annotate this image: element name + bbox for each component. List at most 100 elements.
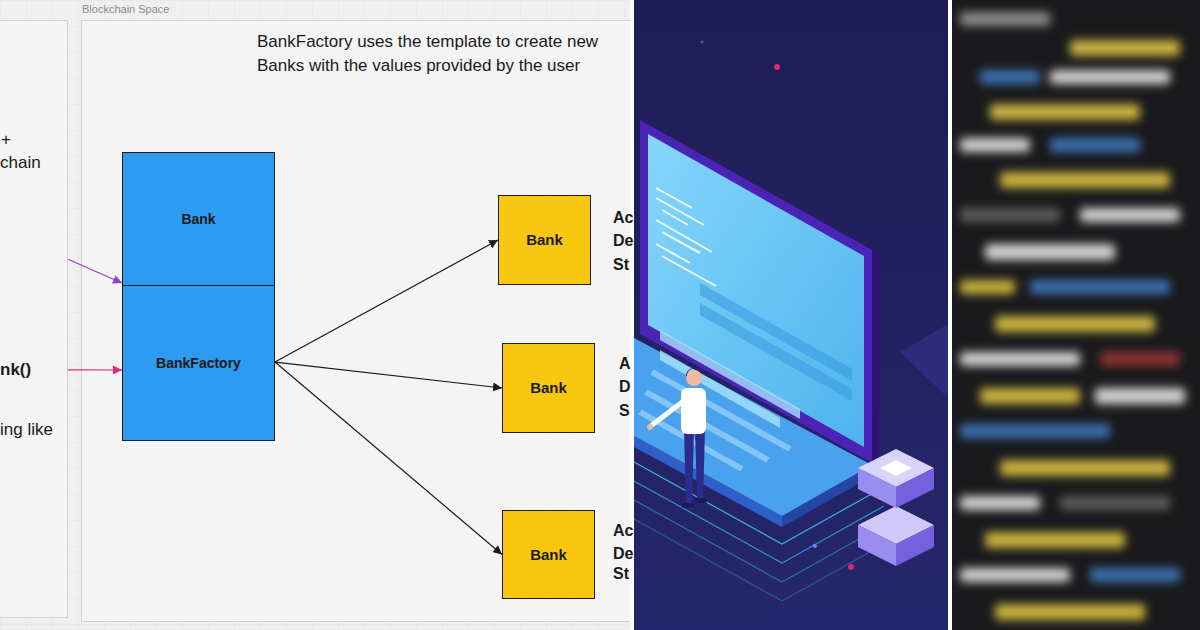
field-name-fragment: D [619,377,631,397]
field-name-fragment: De [613,544,633,564]
code-blur [960,12,1185,620]
template-box: Bank [122,152,275,286]
code-bar [980,70,1040,84]
person-leg [695,430,705,500]
code-bar [1000,460,1170,476]
panel-gap [630,0,634,630]
method-name: nk() [0,360,31,380]
code-bar [1060,496,1170,510]
person-leg [684,430,694,505]
cube-face [896,468,934,508]
layer-outline [634,481,884,563]
code-line [662,210,688,225]
box-title: BankFactory [156,353,241,373]
laptop-lid [640,120,872,463]
cube-face [858,468,896,508]
layer-outline [634,462,884,544]
code-bar [960,352,1080,366]
note-text: BankFactory uses the template to create … [257,30,617,78]
box-title: Bank [181,209,215,229]
laptop-lid-edge [872,250,879,467]
layer-outline [634,519,884,601]
laptop-screen [648,134,864,447]
code-bar [1095,388,1185,404]
frame: Blockchain SpaceBankFactory uses the tem… [81,20,653,622]
panel-text: + [1,130,11,150]
scene-background [634,0,948,630]
frame-title: Blockchain Space [82,2,169,16]
box-title: Bank [526,230,563,250]
blurred-code [952,0,1200,630]
code-bar [960,208,1060,222]
code-bar [960,138,1030,152]
decor-dot [701,41,704,44]
field-name-fragment: Ac [613,521,633,541]
box-title: Bank [530,378,567,398]
code-bar [1050,70,1170,84]
code-bar [960,496,1040,510]
cube-face [896,525,934,566]
side-panel: + chain nk() ing like [0,20,68,618]
cube-top-mark [880,460,912,476]
field-name-fragment: A [619,354,631,374]
connector-arrow [275,362,502,388]
code-bar [1090,568,1180,582]
person-shoe [682,503,694,508]
field-name-fragment: De [613,231,633,251]
field-name-fragment: S [619,401,630,421]
panel-text: ing like [0,420,53,440]
code-line [662,256,716,286]
code-bar [995,604,1145,620]
field-name-fragment: St [613,564,629,584]
code-line [656,220,712,252]
person-shirt [681,388,706,434]
code-bar [985,532,1125,548]
decor-dot [848,564,854,570]
code-bar [990,104,1140,120]
isometric-scene [634,0,948,630]
field-name-fragment: Ac [613,208,633,228]
instance-box: Bank [498,195,591,285]
code-line [656,244,690,263]
instance-box: Bank [502,510,595,599]
connector-arrow [275,362,502,554]
box-title: Bank [530,545,567,565]
person-shoe [695,498,707,503]
person-hair [686,368,702,377]
decor-dot [774,64,780,70]
code-bar [1100,352,1180,366]
code-bar [985,244,1115,260]
code-bar [960,568,1070,582]
code-bar [960,424,1110,438]
code-bar [1080,208,1180,222]
code-bar [1070,40,1180,56]
cube-face [858,525,896,566]
code-bar [980,388,1080,404]
person-hand [647,424,653,430]
panel-text: chain [0,153,41,173]
code-line [656,188,692,208]
code-bar [995,316,1155,332]
code-background [952,0,1200,630]
background-shape [900,324,948,398]
panel-gap [948,0,952,630]
factory-box: BankFactory [122,285,275,441]
person-head [686,370,702,386]
instance-box: Bank [502,343,595,433]
field-name-fragment: St [613,255,629,275]
code-bar [960,280,1015,294]
code-bar [1050,138,1140,152]
connector-arrow [68,369,122,370]
code-line [656,198,704,225]
code-bar [1000,172,1170,188]
connector-arrow [275,240,498,362]
layer-outline [634,500,884,582]
person-arm [652,400,685,425]
code-bar [1030,280,1170,294]
screen-row [660,350,780,428]
connector-arrow [68,259,122,283]
